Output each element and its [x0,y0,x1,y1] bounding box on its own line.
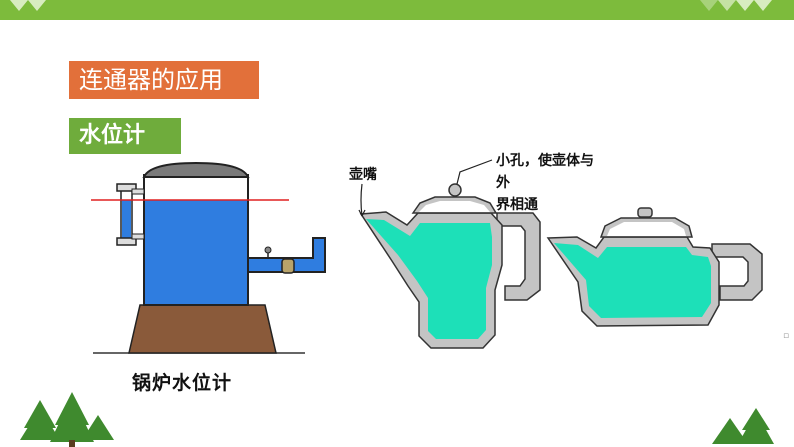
hole-label-line2: 界相通 [496,197,538,213]
lid-knob [637,207,653,218]
hole-leader [456,159,493,185]
hole-label-line1: 小孔，使壶体与外 [496,153,594,191]
teapot-plain [546,207,763,327]
subsection-title: 水位计 [69,118,181,154]
gauge-water [122,200,131,242]
banner-triangle [754,0,772,11]
banner-triangle [28,0,46,11]
top-banner [0,0,794,20]
outlet-pipe [247,237,326,273]
gauge-cap-top [116,183,137,192]
teapot-water [554,243,711,318]
pine-tree-icon [20,392,114,447]
valve-icon [281,258,295,274]
hole-label: 小孔，使壶体与外 界相通 [496,150,596,216]
lid-knob-hole [448,183,462,197]
teapot-handle [496,212,541,301]
teapot-lid-inner [607,222,686,236]
boiler-dome [142,161,250,178]
banner-triangle [718,0,736,11]
gauge-pipe-top [131,188,145,195]
slide-corner-mark[interactable]: ▫ [783,331,790,341]
banner-triangle [10,0,28,11]
gauge-cap-bottom [116,237,137,246]
teapot-water [366,219,492,339]
teapot-lid-inner [419,201,490,212]
teapot-handle [711,243,763,301]
teapot-with-labels [358,159,541,349]
spout-label: 壶嘴 [349,167,377,183]
pine-tree-icon [712,408,774,444]
valve-knob [264,246,272,254]
gauge-pipe-bottom [131,233,145,240]
spout-leader [360,183,363,217]
banner-triangle [736,0,754,11]
boiler-water [145,200,247,304]
spout-arrow [358,209,366,217]
boiler-diagram [91,161,326,354]
banner-triangle [700,0,718,11]
boiler-caption: 锅炉水位计 [132,372,233,394]
section-title: 连通器的应用 [69,61,259,99]
boiler-base [128,304,277,354]
